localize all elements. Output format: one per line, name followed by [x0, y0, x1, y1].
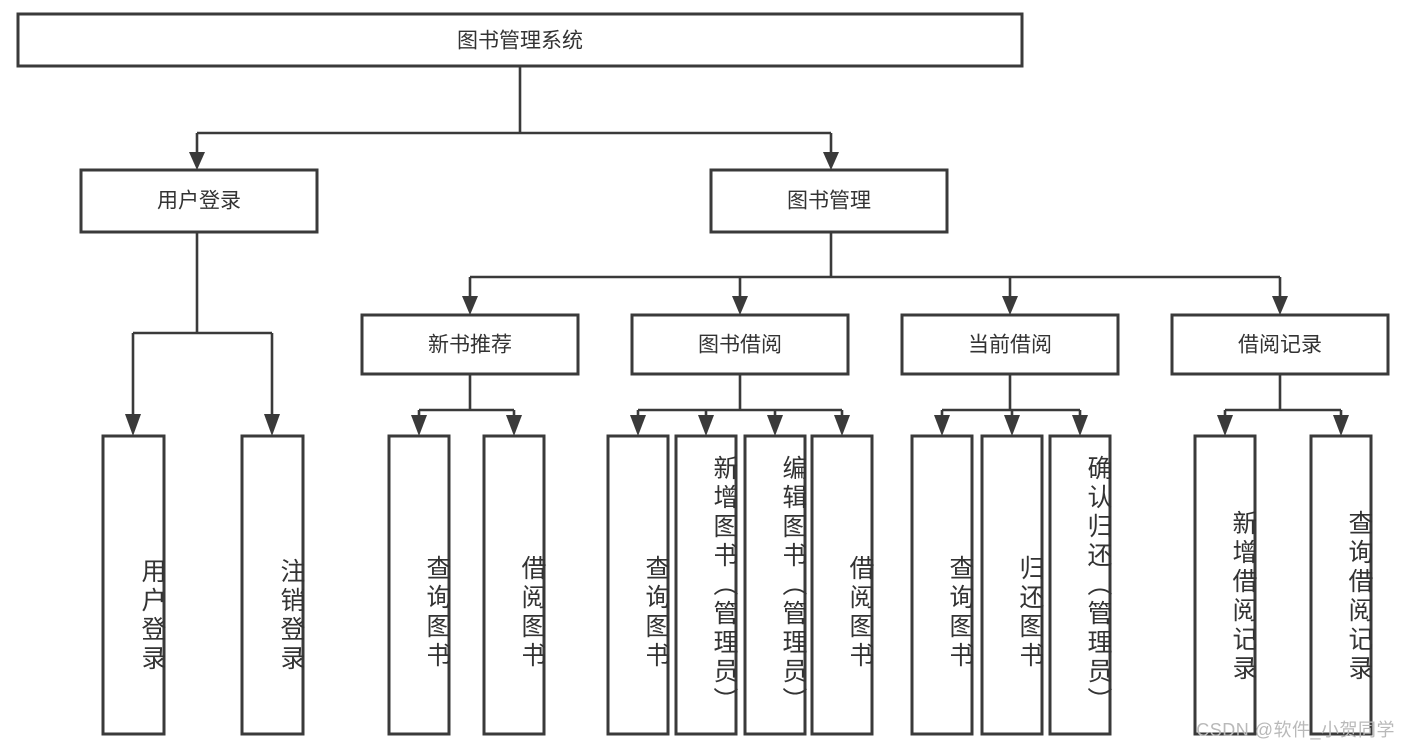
arrowhead-leaf-borrow-book-2 — [834, 415, 850, 436]
arrowhead-book-borrow — [732, 296, 748, 315]
node-leaf-return-book[interactable] — [980, 434, 1044, 736]
node-book-management[interactable] — [709, 168, 949, 234]
node-leaf-borrow-book-1[interactable] — [482, 434, 546, 736]
arrowhead-user-login — [189, 152, 205, 170]
node-book-borrow[interactable] — [630, 313, 850, 376]
node-current-borrow-label: 当前借阅 — [968, 334, 1052, 357]
arrowhead-leaf-add-book — [698, 415, 714, 436]
arrowhead-current-borrow — [1002, 296, 1018, 315]
arrowhead-leaf-user-login — [125, 414, 141, 436]
node-leaf-borrow-book-2[interactable] — [810, 434, 874, 736]
node-user-login-label: 用户登录 — [157, 190, 241, 213]
node-leaf-query-book-2[interactable] — [606, 434, 670, 736]
connector-group — [125, 66, 1349, 436]
node-root-label: 图书管理系统 — [457, 30, 583, 53]
node-leaf-query-book-1[interactable] — [387, 434, 451, 736]
node-leaf-add-record[interactable] — [1193, 434, 1257, 736]
node-book-management-label: 图书管理 — [787, 190, 871, 213]
arrowhead-leaf-return-book — [1004, 415, 1020, 436]
arrowhead-leaf-query-book-3 — [934, 415, 950, 436]
watermark: CSDN @软件_小贺同学 — [1196, 720, 1395, 740]
node-borrow-record-label: 借阅记录 — [1238, 334, 1322, 357]
arrowhead-book-management — [823, 152, 839, 170]
arrowhead-leaf-logout — [264, 414, 280, 436]
node-new-book-recommend[interactable] — [360, 313, 580, 376]
arrowhead-borrow-record — [1272, 296, 1288, 315]
node-leaf-query-record[interactable] — [1309, 434, 1373, 736]
node-leaf-query-book-3[interactable] — [910, 434, 974, 736]
arrowhead-leaf-confirm-return — [1072, 415, 1088, 436]
arrowhead-leaf-query-book-2 — [630, 415, 646, 436]
node-book-borrow-label: 图书借阅 — [698, 334, 782, 357]
arrowhead-leaf-query-book-1 — [411, 415, 427, 436]
node-root[interactable] — [16, 12, 1024, 68]
node-leaf-logout[interactable] — [240, 434, 305, 736]
arrowhead-leaf-query-record — [1333, 415, 1349, 436]
node-leaf-add-book[interactable] — [674, 434, 738, 736]
node-leaf-confirm-return[interactable] — [1048, 434, 1112, 736]
node-leaf-user-login[interactable] — [101, 434, 166, 736]
node-leaf-edit-book[interactable] — [743, 434, 807, 736]
arrowhead-leaf-borrow-book-1 — [506, 415, 522, 436]
node-current-borrow[interactable] — [900, 313, 1120, 376]
node-new-book-recommend-label: 新书推荐 — [428, 334, 512, 357]
node-user-login[interactable] — [79, 168, 319, 234]
arrowhead-leaf-add-record — [1217, 415, 1233, 436]
arrowhead-leaf-edit-book — [767, 415, 783, 436]
arrowhead-new-book-recommend — [462, 296, 478, 315]
node-borrow-record[interactable] — [1170, 313, 1390, 376]
